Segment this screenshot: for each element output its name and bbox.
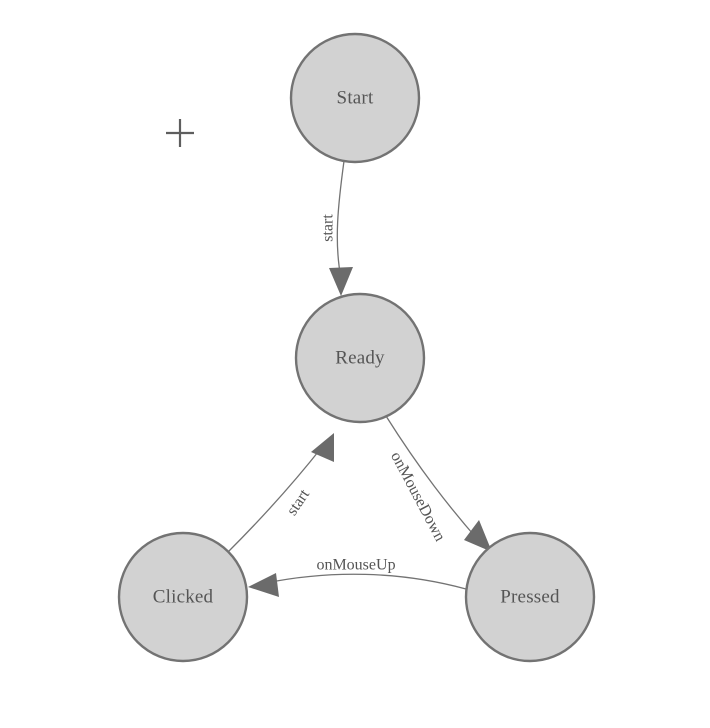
edge-label-start-to-ready: start [320,214,337,242]
node-ready[interactable]: Ready [294,292,426,424]
edge-ready-to-pressed[interactable]: onMouseDown [385,415,492,552]
node-clicked[interactable]: Clicked [117,531,249,663]
edge-pressed-to-clicked-arrowhead [248,573,279,597]
edge-start-to-ready-path[interactable] [336,160,345,279]
edge-ready-to-pressed-path[interactable] [385,415,480,542]
node-ready-circle[interactable] [294,292,426,424]
edge-pressed-to-clicked-path[interactable] [265,573,467,590]
edge-clicked-to-ready[interactable]: start [227,433,334,553]
edge-pressed-to-clicked[interactable]: onMouseUp [248,557,467,597]
edge-clicked-to-ready-arrowhead [311,433,334,462]
node-start-label: Start [337,87,374,108]
edge-start-to-ready-arrowhead [329,267,353,296]
edge-ready-to-pressed-arrowhead [464,520,492,552]
edge-start-to-ready[interactable]: start [320,160,353,296]
node-start[interactable]: Start [289,32,421,164]
edge-clicked-to-ready-path[interactable] [227,446,323,553]
node-clicked-label: Clicked [153,586,214,607]
node-ready-label: Ready [335,347,385,368]
edge-label-clicked-to-ready: start [284,486,314,519]
node-clicked-circle[interactable] [117,531,249,663]
crosshair-icon [166,119,194,147]
node-pressed-label: Pressed [500,586,560,607]
node-pressed[interactable]: Pressed [464,531,596,663]
node-pressed-circle[interactable] [464,531,596,663]
edge-label-pressed-to-clicked: onMouseUp [316,557,395,574]
node-start-circle[interactable] [289,32,421,164]
